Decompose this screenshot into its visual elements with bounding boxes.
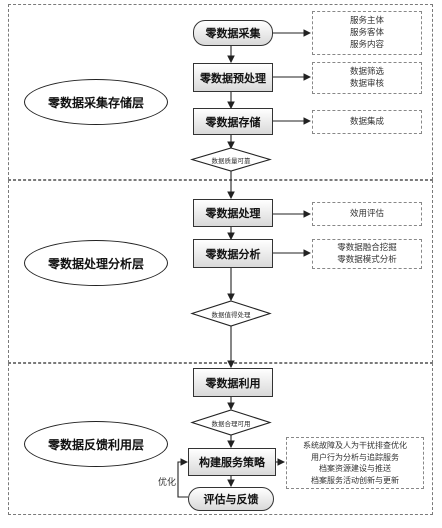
note-line: 服务客体 xyxy=(349,28,384,38)
step-data-utilization: 零数据利用 xyxy=(193,368,273,397)
step-data-processing: 零数据处理 xyxy=(193,199,273,227)
note-line: 零数据融合挖掘 xyxy=(337,243,397,253)
note-line: 效用评估 xyxy=(349,209,384,219)
note-line: 用户行为分析与追踪服务 xyxy=(311,452,399,462)
note-storage-items: 数据集成 xyxy=(312,110,422,134)
note-collection-items: 服务主体 服务客体 服务内容 xyxy=(312,11,422,55)
note-analysis-items: 零数据融合挖掘 零数据模式分析 xyxy=(312,239,422,269)
note-preprocessing-items: 数据筛选 数据审核 xyxy=(312,62,422,94)
layer-title-feedback-utilization: 零数据反馈利用层 xyxy=(24,421,168,467)
note-line: 数据集成 xyxy=(349,117,384,127)
decision-label-quality: 数据质量可靠 xyxy=(211,157,251,165)
step-evaluate-feedback: 评估与反馈 xyxy=(188,487,274,511)
collection-storage-layer xyxy=(8,4,433,180)
layer-title-processing-analysis: 零数据处理分析层 xyxy=(24,240,168,286)
decision-label-usable: 数据合理可用 xyxy=(211,420,251,428)
note-line: 数据审核 xyxy=(349,79,384,89)
processing-analysis-layer xyxy=(8,180,433,363)
decision-label-worth: 数据值得处理 xyxy=(211,311,251,319)
optimize-loop-label: 优化 xyxy=(158,478,177,488)
note-line: 档案服务活动创新与更新 xyxy=(311,475,399,485)
step-data-analysis: 零数据分析 xyxy=(193,239,273,268)
step-data-preprocessing: 零数据预处理 xyxy=(193,63,273,92)
step-data-storage: 零数据存储 xyxy=(193,108,273,135)
note-line: 数据筛选 xyxy=(349,67,384,77)
note-strategy-items: 系统故障及人为干扰排查优化 用户行为分析与追踪服务 档案资源建设与推送 档案服务… xyxy=(286,437,424,489)
feedback-utilization-layer xyxy=(8,363,433,515)
note-line: 服务内容 xyxy=(349,40,384,50)
step-data-collection: 零数据采集 xyxy=(193,20,273,46)
layer-title-collection-storage: 零数据采集存储层 xyxy=(24,79,168,125)
note-line: 零数据模式分析 xyxy=(337,255,397,265)
note-processing-items: 效用评估 xyxy=(312,202,422,226)
step-build-service-strategy: 构建服务策略 xyxy=(188,448,276,476)
note-line: 系统故障及人为干扰排查优化 xyxy=(303,441,407,450)
note-line: 服务主体 xyxy=(349,16,384,26)
note-line: 档案资源建设与推送 xyxy=(319,464,391,473)
